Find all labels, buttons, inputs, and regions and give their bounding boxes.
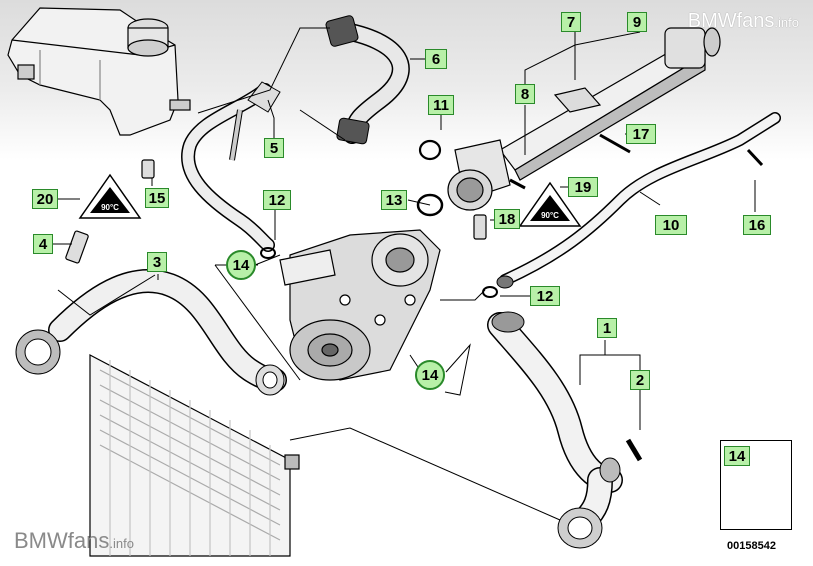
callout-13: 13	[381, 190, 407, 210]
pipe-10	[496, 112, 781, 289]
callout-12b: 12	[530, 286, 560, 306]
callout-7: 7	[561, 12, 581, 32]
callout-17: 17	[626, 124, 656, 144]
callout-14b: 14	[415, 360, 445, 390]
gasket-13	[416, 193, 444, 217]
callout-4: 4	[33, 234, 53, 254]
watermark-bottom-brand: BMWfans	[14, 528, 110, 553]
callout-12a: 12	[263, 190, 291, 210]
o-ring-12	[260, 247, 276, 259]
sensor-4	[65, 230, 89, 264]
callout-18: 18	[494, 209, 520, 229]
bolt-8	[509, 178, 526, 190]
sensor-18	[473, 214, 487, 240]
callout-11: 11	[428, 95, 454, 115]
hose-1	[487, 311, 623, 549]
plug-2	[625, 438, 643, 462]
o-ring-11	[418, 139, 442, 161]
callout-2: 2	[630, 370, 650, 390]
callout-9: 9	[627, 12, 647, 32]
callout-19: 19	[568, 177, 598, 197]
callout-14a: 14	[226, 250, 256, 280]
callout-20: 20	[32, 189, 58, 209]
pipe-7	[447, 27, 721, 211]
part-number: 00158542	[727, 540, 776, 552]
callout-5: 5	[264, 138, 284, 158]
bolt-15	[141, 159, 155, 179]
callout-16: 16	[743, 215, 771, 235]
warning-triangle-19: 90°C	[518, 181, 582, 227]
hose-6	[325, 15, 410, 145]
warning-label-19: 90°C	[541, 211, 559, 220]
hose-3	[15, 269, 287, 396]
callout-15: 15	[145, 188, 169, 208]
water-pump	[279, 229, 441, 381]
expansion-tank	[7, 7, 191, 136]
screw-16	[746, 148, 764, 167]
warning-triangle-20: 90°C	[78, 173, 142, 219]
watermark-bottom: BMWfans.info	[14, 528, 134, 554]
legend-callout-14: 14	[724, 446, 750, 466]
callout-10: 10	[655, 215, 687, 235]
watermark-top: BMWfans.info	[688, 10, 799, 33]
watermark-top-brand: BMWfans	[687, 10, 775, 32]
radiator	[89, 354, 300, 557]
callout-1: 1	[597, 318, 617, 338]
callout-6: 6	[425, 49, 447, 69]
watermark-top-suffix: .info	[774, 15, 799, 30]
hose-5	[181, 81, 281, 252]
bolt-17	[599, 133, 631, 154]
o-ring-12b	[482, 286, 498, 298]
small-parts	[65, 133, 764, 462]
warning-label-20: 90°C	[101, 203, 119, 212]
callout-8: 8	[515, 84, 535, 104]
watermark-bottom-suffix: .info	[109, 536, 134, 551]
callout-3: 3	[147, 252, 167, 272]
